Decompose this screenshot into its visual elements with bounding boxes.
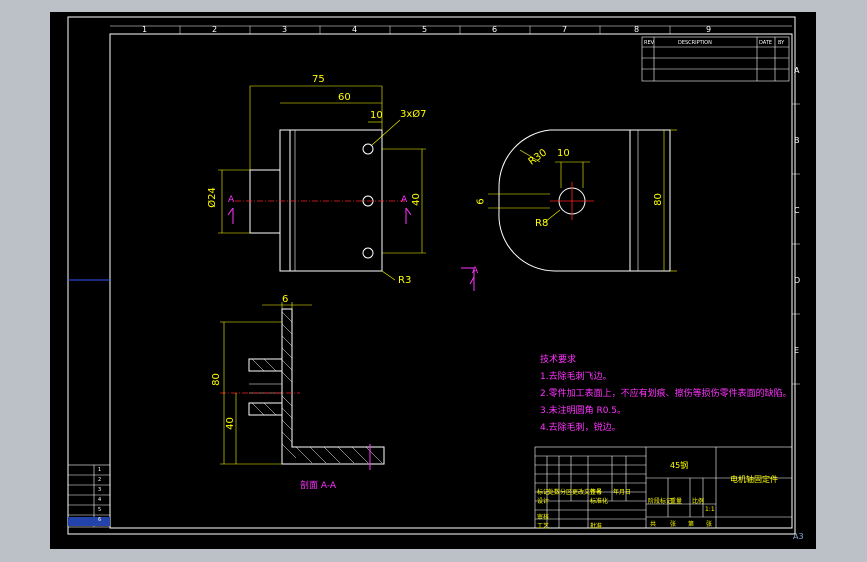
tb-label-design: 设计 xyxy=(537,498,550,505)
front-view xyxy=(218,85,426,281)
cad-viewport[interactable]: 1 2 3 4 5 6 7 8 9 A B C D E A3 REV DESCR… xyxy=(50,12,816,549)
zone-letter-a: A xyxy=(794,66,800,75)
tb-label-standard: 标准化 xyxy=(590,498,609,505)
material-label: 45钢 xyxy=(670,461,689,470)
zone-ticks xyxy=(179,26,800,385)
hole-top xyxy=(362,143,374,155)
note-line-2: 2.零件加工表面上，不应有划痕、擦伤等损伤零件表面的缺陷。 xyxy=(540,389,792,399)
tb-label-number: 第 xyxy=(688,521,695,528)
note-line-1: 1.去除毛刺飞边。 xyxy=(540,372,612,382)
left-table-cell: 1 xyxy=(98,467,102,473)
dim-holes: 3xØ7 xyxy=(400,109,427,120)
zone-number-4: 4 xyxy=(352,25,358,34)
tb-label-total: 共 xyxy=(650,521,657,528)
tb-label-scale: 比例 xyxy=(692,498,705,505)
dim-10: 10 xyxy=(370,110,383,121)
date-header: DATE xyxy=(759,40,773,46)
outer-frame xyxy=(67,16,796,535)
dim-r8: R8 xyxy=(535,218,549,229)
inner-frame xyxy=(109,33,793,529)
tb-label-approve: 批准 xyxy=(590,523,603,530)
hole-bottom xyxy=(362,247,374,259)
zone-letter-d: D xyxy=(794,276,801,285)
note-line-3: 3.未注明圆角 R0.5。 xyxy=(540,406,627,416)
section-view xyxy=(220,302,385,470)
zone-letter-b: B xyxy=(794,136,800,145)
tb-label-sheets: 张 xyxy=(670,521,677,528)
title-block xyxy=(534,446,793,529)
zone-number-7: 7 xyxy=(562,25,568,34)
tb-label-stage: 阶段标记 xyxy=(648,498,673,505)
section-mark-left: A xyxy=(228,195,235,205)
part-name-label: 电机轴固定件 xyxy=(730,475,778,484)
left-table-cell: 2 xyxy=(98,477,102,483)
zone-number-3: 3 xyxy=(282,25,288,34)
dim-80-section: 80 xyxy=(210,373,222,386)
section-mark-right: A xyxy=(401,195,408,205)
tb-label-sheet: 张 xyxy=(706,521,713,528)
zone-number-9: 9 xyxy=(706,25,712,34)
section-mark-side: A xyxy=(472,266,479,276)
tb-label-sign: 签名 xyxy=(590,489,603,496)
tb-label-weight: 重量 xyxy=(670,498,683,505)
left-table-cell: 5 xyxy=(98,507,102,513)
dim-40: 40 xyxy=(410,193,422,206)
left-table-cell: 3 xyxy=(98,487,102,493)
dim-60: 60 xyxy=(338,92,351,103)
dim-75: 75 xyxy=(312,74,325,85)
dim-d24: Ø24 xyxy=(206,187,218,208)
zone-letter-c: C xyxy=(794,206,800,215)
zone-number-6: 6 xyxy=(492,25,498,34)
tb-label-review: 审核 xyxy=(537,514,550,521)
left-table xyxy=(67,464,111,528)
tb-label-change: 更改文件号 xyxy=(572,489,603,496)
dim-r3: R3 xyxy=(398,275,412,286)
dim-6-side: 6 xyxy=(475,198,487,205)
tb-label-zone: 分区 xyxy=(560,489,573,496)
notes-title: 技术要求 xyxy=(540,355,577,365)
tb-label-date: 年月日 xyxy=(613,489,632,496)
zone-letter-e: E xyxy=(794,346,800,355)
scale-value: 1:1 xyxy=(705,506,715,513)
left-table-cell: 4 xyxy=(98,497,102,503)
tb-label-process: 工艺 xyxy=(537,523,550,530)
section-caption: 剖面 A-A xyxy=(300,481,337,491)
dim-10-side: 10 xyxy=(557,148,570,159)
tb-label-mark: 标记 xyxy=(537,489,550,496)
side-view xyxy=(461,129,677,291)
dim-80-side: 80 xyxy=(652,193,664,206)
zone-number-8: 8 xyxy=(634,25,640,34)
description-header: DESCRIPTION xyxy=(678,40,712,46)
zone-number-1: 1 xyxy=(142,25,148,34)
left-table-cell: 6 xyxy=(98,517,102,523)
revision-table xyxy=(641,36,790,82)
note-line-4: 4.去除毛刺，锐边。 xyxy=(540,423,621,433)
drawing-sheet xyxy=(67,16,800,535)
rev-header: REV xyxy=(644,40,655,46)
zone-number-5: 5 xyxy=(422,25,428,34)
by-header: BY xyxy=(778,40,785,46)
zone-number-2: 2 xyxy=(212,25,218,34)
sheet-size-label: A3 xyxy=(793,532,804,541)
dim-40-section: 40 xyxy=(224,417,236,430)
dim-6-section: 6 xyxy=(282,294,289,305)
tb-label-count: 处数 xyxy=(548,489,561,496)
section-hatch xyxy=(251,311,383,464)
